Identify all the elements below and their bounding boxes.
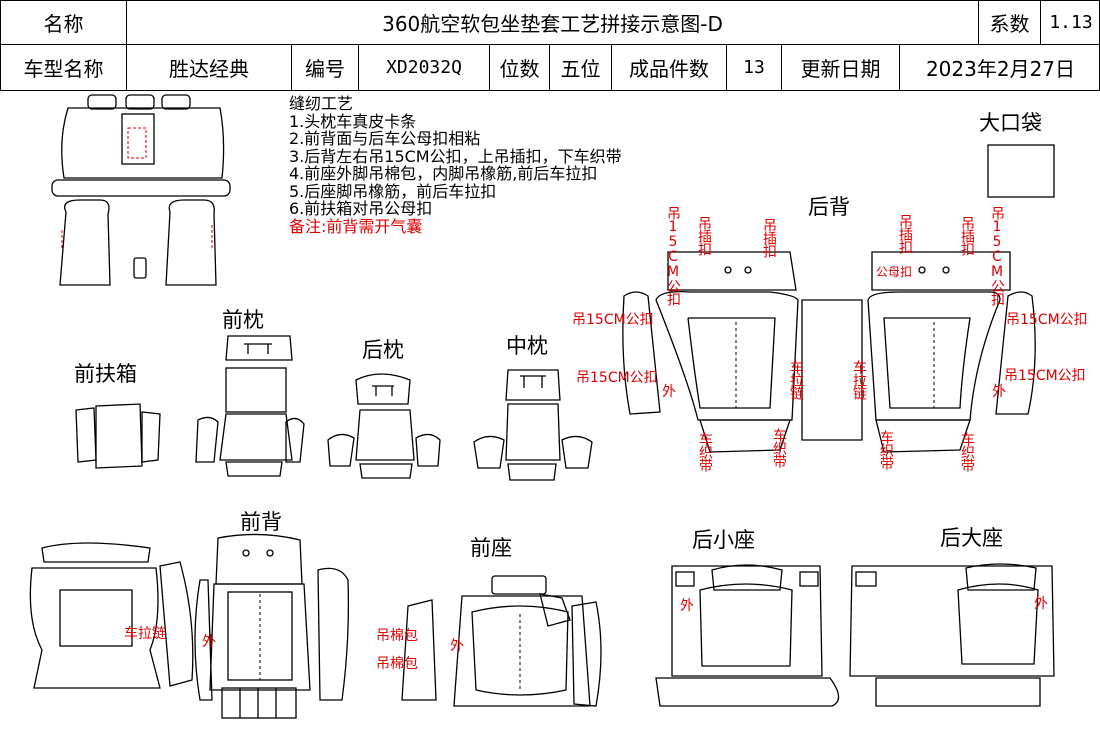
note-zip: 车拉链 <box>124 626 166 642</box>
front-headrest-pieces <box>195 335 305 477</box>
note-webbing: 车织带 <box>878 430 894 469</box>
label-middle-headrest: 中枕 <box>506 334 548 358</box>
coef-value: 1.13 <box>1040 1 1100 44</box>
note-item: 4.前座外脚吊棉包，内脚吊橡筋,前后车拉扣 <box>289 164 598 183</box>
front-back-pieces <box>29 533 350 719</box>
front-armrest-pieces <box>75 403 161 469</box>
seats-label: 位数 <box>489 45 549 90</box>
note-outer: 外 <box>450 638 464 654</box>
rear-big-seat-pieces <box>849 563 1055 707</box>
note-male-female: 公母扣 <box>876 265 913 279</box>
sewing-notes: 缝纫工艺 1.头枕车真皮卡条 2.前背面与后车公母扣相粘 3.后背左右吊15CM… <box>289 95 622 235</box>
label-big-pocket: 大口袋 <box>979 111 1042 135</box>
note-outer: 外 <box>662 384 676 400</box>
model-label: 车型名称 <box>23 57 104 81</box>
note-outer: 外 <box>992 384 1006 400</box>
note-outer: 外 <box>680 598 694 614</box>
note-cotton-pack: 吊棉包 <box>376 656 418 672</box>
label-rear-headrest: 后枕 <box>362 338 404 362</box>
label-rear-big-seat: 后大座 <box>940 526 1003 550</box>
date-value: 2023年2月27日 <box>899 45 1100 90</box>
note-hang-15cm: 吊15CM公扣 <box>665 206 681 305</box>
note-item: 1.头枕车真皮卡条 <box>289 111 417 131</box>
note-webbing: 车织带 <box>771 428 787 467</box>
note-webbing: 车织带 <box>697 432 713 471</box>
label-front-seat: 前座 <box>470 536 512 560</box>
note-hang-15cm: 吊15CM公扣 <box>1006 312 1088 328</box>
note-item: 2.前背面与后车公母扣相粘 <box>289 129 481 148</box>
drawing-title: 360航空软包坐垫套工艺拼接示意图-D <box>126 1 978 44</box>
count-label: 成品件数 <box>611 45 726 90</box>
note-hang-15cm: 吊15CM公扣 <box>1004 368 1086 384</box>
note-hang-plug: 吊插扣 <box>761 218 777 257</box>
note-hang-plug: 吊插扣 <box>959 216 975 255</box>
date-label: 更新日期 <box>781 45 899 90</box>
front-seat-pieces <box>401 575 602 707</box>
label-front-armrest: 前扶箱 <box>74 362 137 386</box>
model-value: 胜达经典 <box>126 45 291 90</box>
rear-back-right-pieces <box>867 251 1036 453</box>
rear-back-left-pieces <box>622 251 863 453</box>
notes-title: 缝纫工艺 <box>289 94 354 113</box>
label-front-headrest: 前枕 <box>222 308 264 332</box>
note-item: 6.前扶箱对吊公母扣 <box>289 199 433 218</box>
coef-label: 系数 <box>978 1 1040 44</box>
seats-value: 五位 <box>549 45 611 90</box>
code-value: XD2032Q <box>358 45 489 90</box>
note-zip: 车拉链 <box>851 360 867 399</box>
note-item: 5.后座脚吊橡筋，前后车拉扣 <box>289 181 497 201</box>
label-rear-small-seat: 后小座 <box>692 528 755 552</box>
name-label: 名称 <box>43 12 84 36</box>
note-outer: 外 <box>1034 596 1048 612</box>
note-webbing: 车织带 <box>959 432 975 471</box>
middle-headrest-pieces <box>473 369 593 481</box>
note-cotton-pack: 吊棉包 <box>376 628 418 644</box>
rear-headrest-pieces <box>327 373 441 479</box>
big-pocket-piece <box>987 144 1055 198</box>
label-front-back: 前背 <box>240 510 282 534</box>
note-remark: 备注:前背需开气囊 <box>289 216 423 236</box>
note-outer: 外 <box>202 634 216 650</box>
note-hang-15cm: 吊15CM公扣 <box>572 312 654 328</box>
note-hang-15cm: 吊15CM公扣 <box>989 206 1005 305</box>
header-row-2: 车型名称 胜达经典 编号 XD2032Q 位数 五位 成品件数 13 更新日期 … <box>0 44 1100 91</box>
note-hang-15cm: 吊15CM公扣 <box>576 370 658 386</box>
rear-small-seat-pieces <box>655 564 840 707</box>
seat-overview-icon <box>51 94 231 286</box>
count-value: 13 <box>726 45 781 90</box>
note-zip: 车拉链 <box>788 360 804 399</box>
note-hang-plug: 吊插扣 <box>696 216 712 255</box>
code-label: 编号 <box>291 45 358 90</box>
note-hang-plug: 吊插扣 <box>897 214 913 253</box>
note-item: 3.后背左右吊15CM公扣，上吊插扣，下车织带 <box>289 146 622 166</box>
label-rear-back: 后背 <box>808 195 850 219</box>
